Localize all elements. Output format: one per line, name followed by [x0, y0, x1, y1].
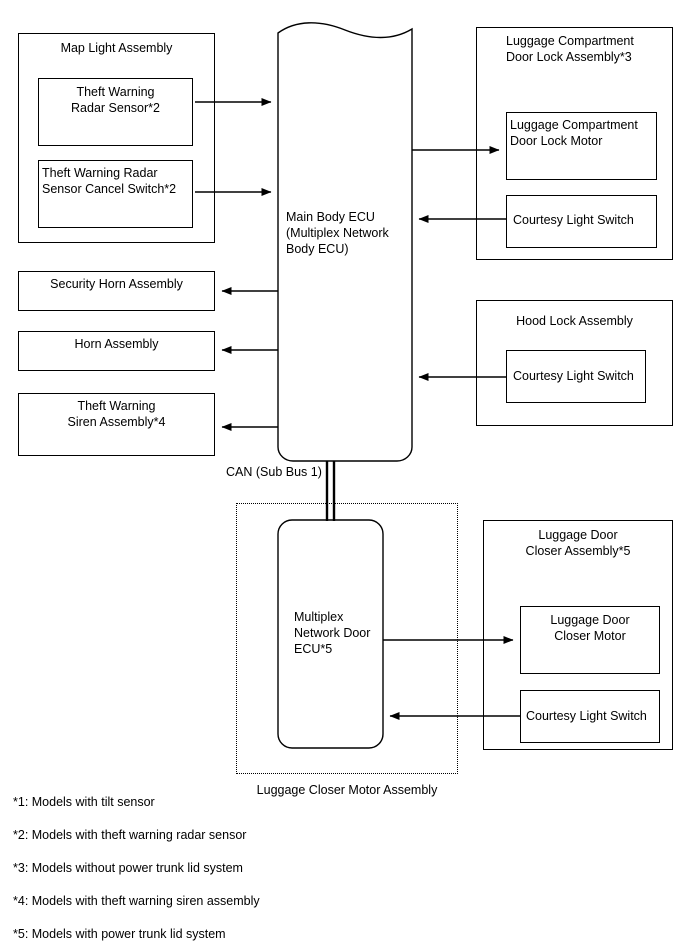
- can-sub-bus-1-label: CAN (Sub Bus 1): [226, 465, 322, 479]
- security-horn-assembly-label: Security Horn Assembly: [50, 277, 183, 291]
- hood-lock-assembly-label: Hood Lock Assembly: [516, 314, 633, 328]
- multiplex-network-door-ecu-shape: [277, 519, 384, 749]
- luggage-door-closer-motor-label: Luggage Door Closer Motor: [550, 613, 630, 643]
- footnote-2: *2: Models with theft warning radar sens…: [13, 828, 247, 842]
- courtesy-light-switch-hood-label: Courtesy Light Switch: [513, 369, 634, 383]
- map-light-assembly-box: [18, 33, 215, 243]
- main-body-ecu-shape: [277, 22, 413, 462]
- luggage-door-closer-assembly-box: [483, 520, 673, 750]
- courtesy-light-switch-closer-box: [520, 690, 660, 743]
- footnote-5: *5: Models with power trunk lid system: [13, 927, 226, 941]
- luggage-compartment-door-lock-motor-label: Luggage Compartment Door Lock Motor: [510, 118, 638, 148]
- horn-assembly-box: [18, 331, 215, 371]
- luggage-closer-motor-assembly-box: [236, 503, 458, 774]
- map-light-assembly-label: Map Light Assembly: [60, 41, 173, 55]
- courtesy-light-switch-luggage-label: Courtesy Light Switch: [513, 213, 634, 227]
- courtesy-light-switch-luggage-box: [506, 195, 657, 248]
- theft-warning-siren-assembly-box: [18, 393, 215, 456]
- theft-warning-radar-sensor-box: [38, 78, 193, 146]
- theft-warning-radar-sensor-cancel-switch-label: Theft Warning Radar Sensor Cancel Switch…: [42, 166, 177, 196]
- luggage-closer-motor-assembly-label: Luggage Closer Motor Assembly: [256, 783, 438, 797]
- main-body-ecu-label: Main Body ECU (Multiplex Network Body EC…: [286, 210, 389, 256]
- luggage-door-closer-motor-box: [520, 606, 660, 674]
- can-sub-bus-1-line: [325, 461, 336, 521]
- theft-warning-siren-assembly-label: Theft Warning Siren Assembly*4: [67, 399, 166, 429]
- courtesy-light-switch-hood-box: [506, 350, 646, 403]
- theft-warning-radar-sensor-cancel-switch-box: [38, 160, 193, 228]
- horn-assembly-label: Horn Assembly: [74, 337, 159, 351]
- courtesy-light-switch-closer-label: Courtesy Light Switch: [526, 709, 647, 723]
- security-horn-assembly-box: [18, 271, 215, 311]
- theft-warning-radar-sensor-label: Theft Warning Radar Sensor*2: [71, 85, 160, 115]
- footnote-4: *4: Models with theft warning siren asse…: [13, 894, 260, 908]
- hood-lock-assembly-box: [476, 300, 673, 426]
- footnote-1: *1: Models with tilt sensor: [13, 795, 155, 809]
- footnote-3: *3: Models without power trunk lid syste…: [13, 861, 243, 875]
- luggage-door-closer-assembly-label: Luggage Door Closer Assembly*5: [525, 528, 631, 558]
- luggage-compartment-door-lock-motor-box: [506, 112, 657, 180]
- luggage-compartment-door-lock-assembly-box: [476, 27, 673, 260]
- luggage-compartment-door-lock-assembly-label: Luggage Compartment Door Lock Assembly*3: [506, 34, 634, 64]
- multiplex-network-door-ecu-label: Multiplex Network Door ECU*5: [294, 610, 371, 656]
